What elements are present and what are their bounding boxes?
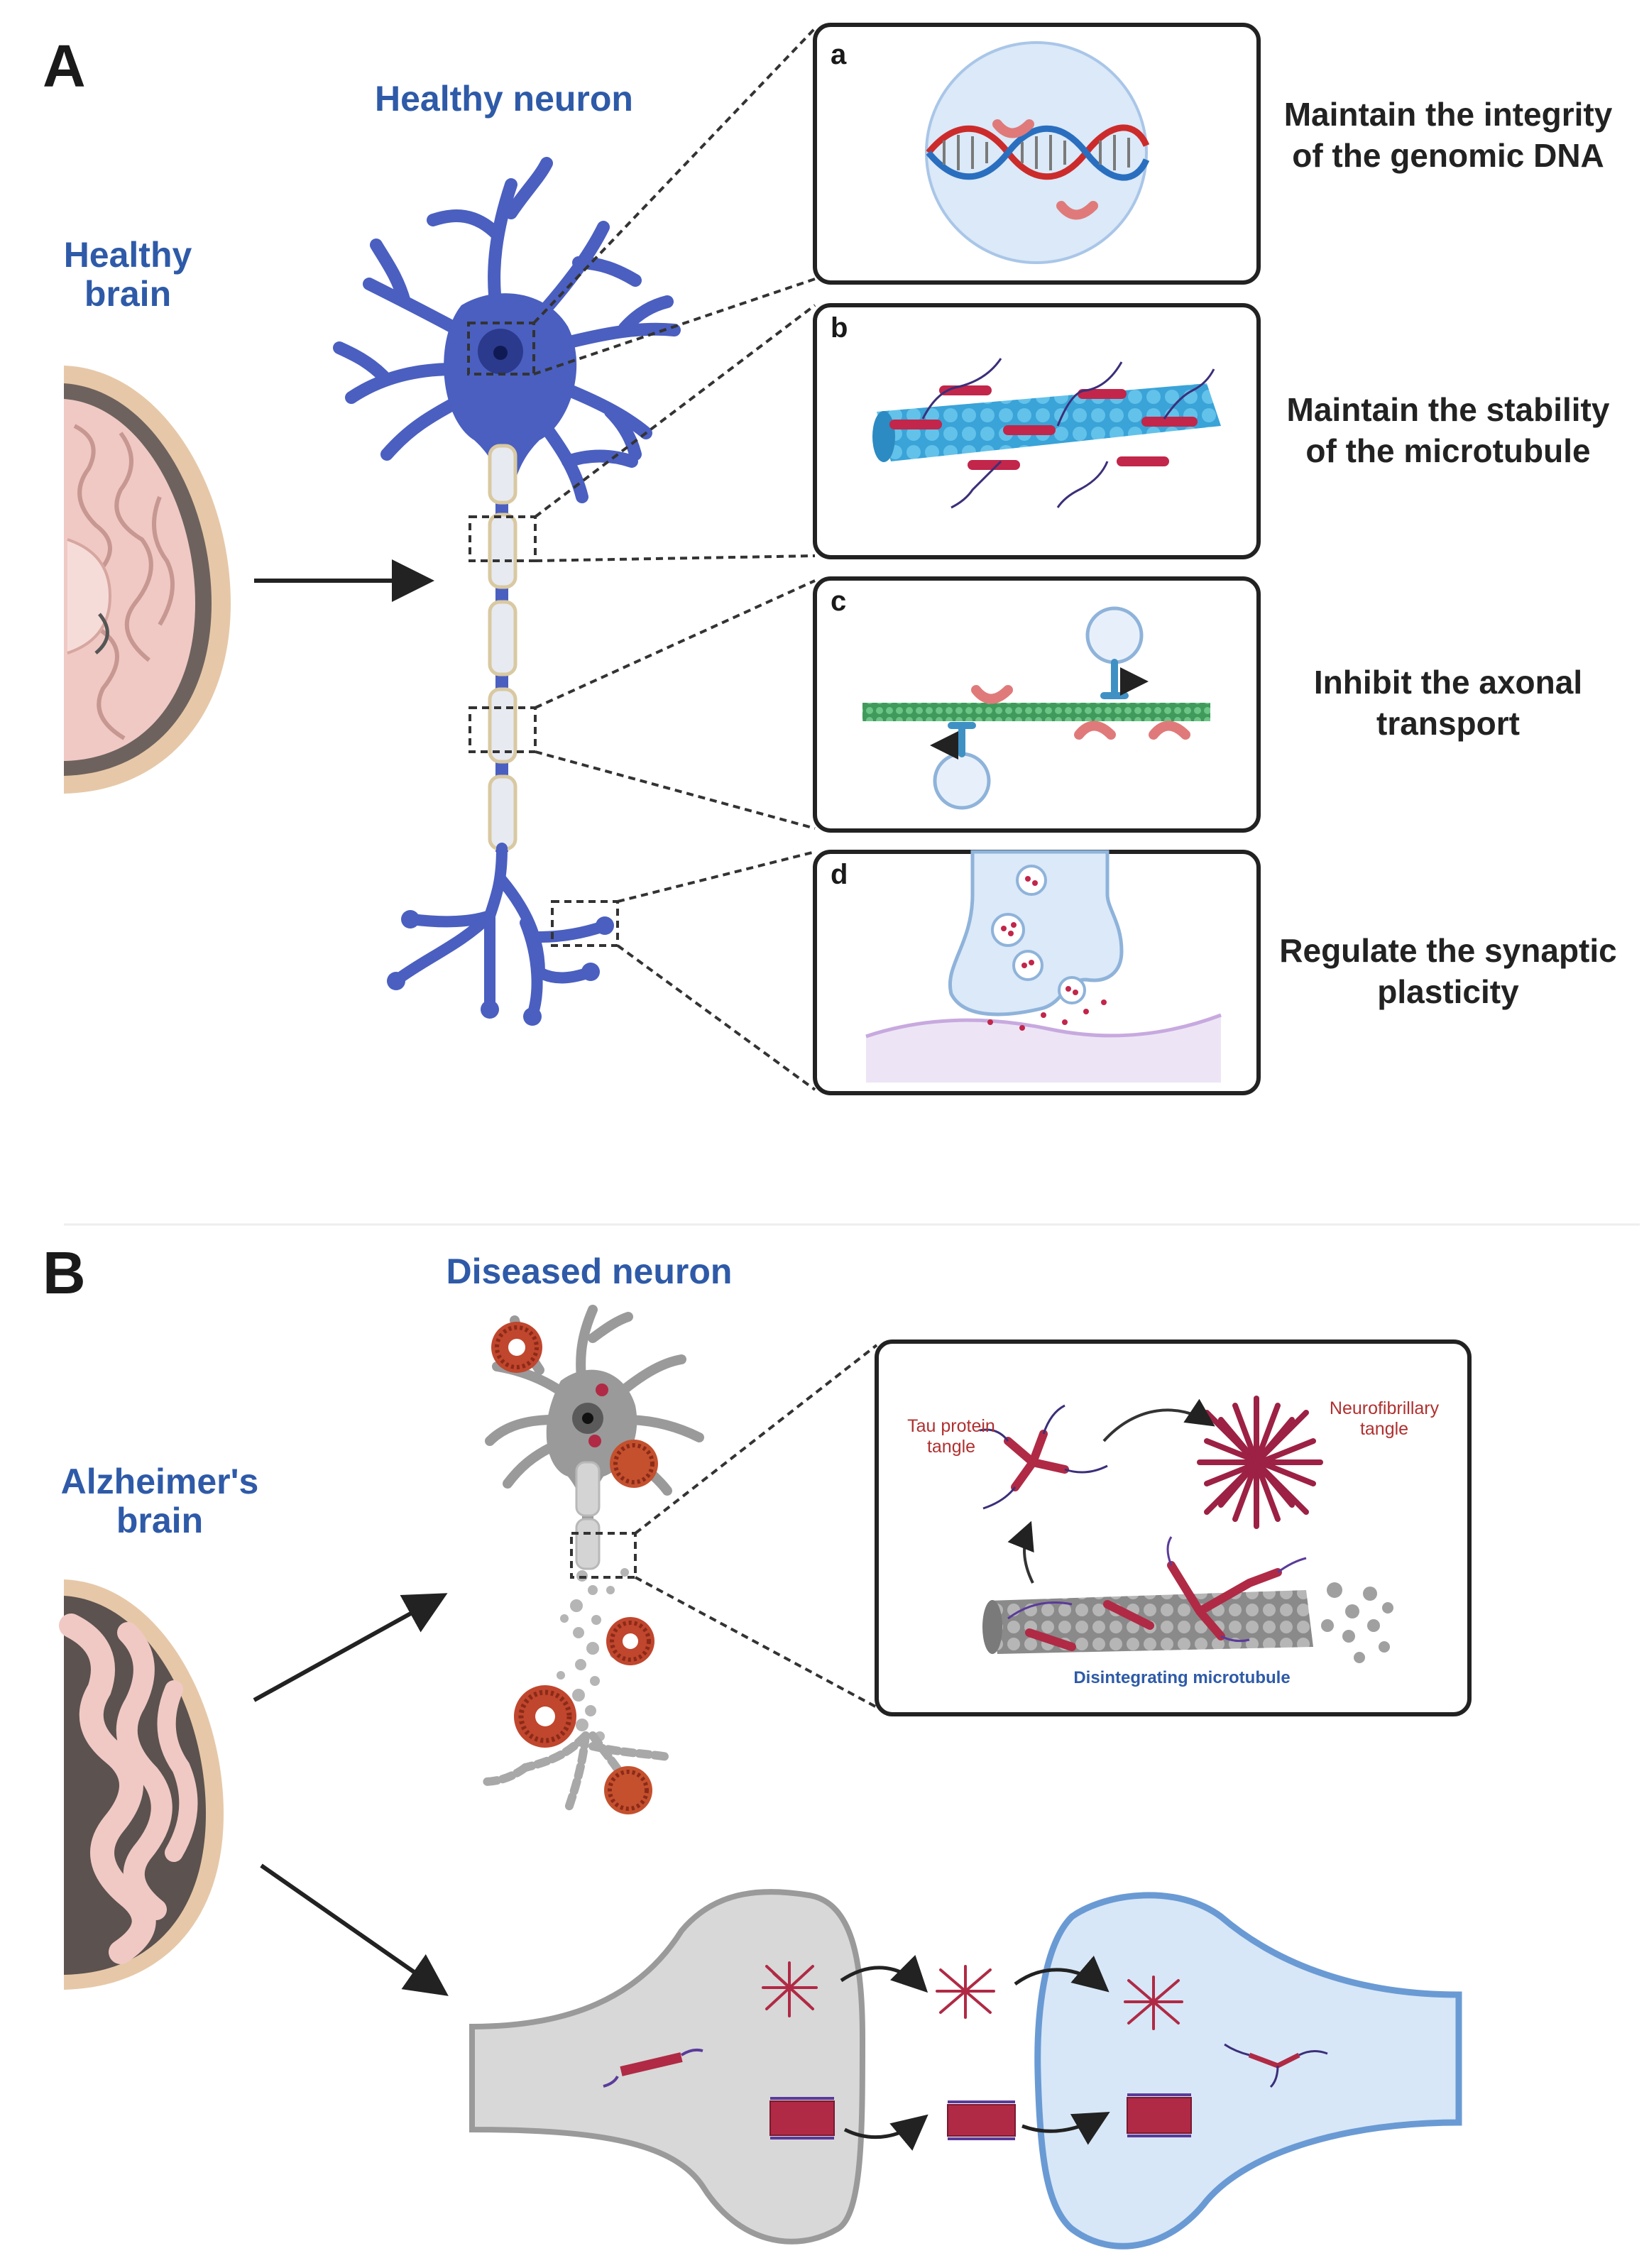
arrow-brain-to-diseased-neuron (253, 1593, 448, 1702)
zoom-lines-b (634, 1344, 878, 1709)
healthy-neuron-title: Healthy neuron (375, 79, 633, 119)
box-b (813, 303, 1261, 559)
tangle-post (1124, 1976, 1183, 2030)
alzheimers-brain-label-line1: Alzheimer's (60, 1462, 259, 1501)
box-c-letter: c (831, 586, 847, 617)
arrow-brain-to-synapse (260, 1863, 449, 1996)
alzheimers-brain-label-line2: brain (116, 1501, 204, 1540)
panel-a (64, 23, 1261, 1095)
tau-protein-tangle-label-line1: Tau protein (907, 1416, 995, 1436)
panel-b (59, 1305, 1472, 2250)
tangle-pre (762, 1961, 818, 2017)
diseased-neuron-title: Diseased neuron (446, 1251, 733, 1291)
box-c-description-line2: transport (1376, 705, 1520, 742)
postsynaptic-neuron (1034, 1892, 1462, 2250)
tau-aggregation-inset (875, 1340, 1472, 1716)
box-d-letter: d (831, 859, 848, 890)
synaptic-tau-spread (469, 1889, 1462, 2250)
disintegrating-microtubule-label: Disintegrating microtubule (1073, 1668, 1291, 1687)
healthy-neuron (333, 157, 681, 1026)
neurofibrillary-tangle-label-line1: Neurofibrillary (1329, 1398, 1440, 1418)
zoom-lines-a (532, 27, 816, 1091)
neurofibrillary-tangle-label-line2: tangle (1359, 1419, 1409, 1439)
box-a (813, 23, 1261, 285)
box-a-letter: a (831, 39, 847, 70)
tangle-gap (936, 1965, 995, 2019)
diseased-neuron (478, 1305, 704, 1814)
box-d-description-line2: plasticity (1377, 973, 1519, 1010)
box-c (813, 576, 1261, 833)
box-b-letter: b (831, 312, 848, 344)
panel-a-letter: A (43, 33, 86, 99)
presynaptic-terminal (469, 1889, 866, 2245)
box-b-description-line2: of the microtubule (1305, 432, 1591, 469)
zoom-markers-a (467, 322, 619, 947)
box-a-description-line2: of the genomic DNA (1292, 137, 1604, 174)
nft-shape (1197, 1396, 1323, 1529)
panel-b-letter: B (43, 1239, 86, 1306)
box-c-description-line1: Inhibit the axonal (1313, 664, 1583, 701)
zoom-marker-b (570, 1532, 637, 1579)
box-a-description-line1: Maintain the integrity (1283, 96, 1613, 133)
box-d-description-line1: Regulate the synaptic (1279, 932, 1617, 969)
box-d (813, 850, 1261, 1095)
amyloid-plaques (491, 1322, 658, 1814)
healthy-brain-illustration (64, 366, 231, 794)
tau-protein-tangle-label-line2: tangle (926, 1437, 976, 1457)
healthy-brain-label-line1: Healthy (63, 235, 192, 275)
alzheimers-brain-illustration (59, 1579, 224, 1990)
healthy-brain-label-line2: brain (84, 274, 172, 314)
box-b-description-line1: Maintain the stability (1286, 391, 1610, 428)
